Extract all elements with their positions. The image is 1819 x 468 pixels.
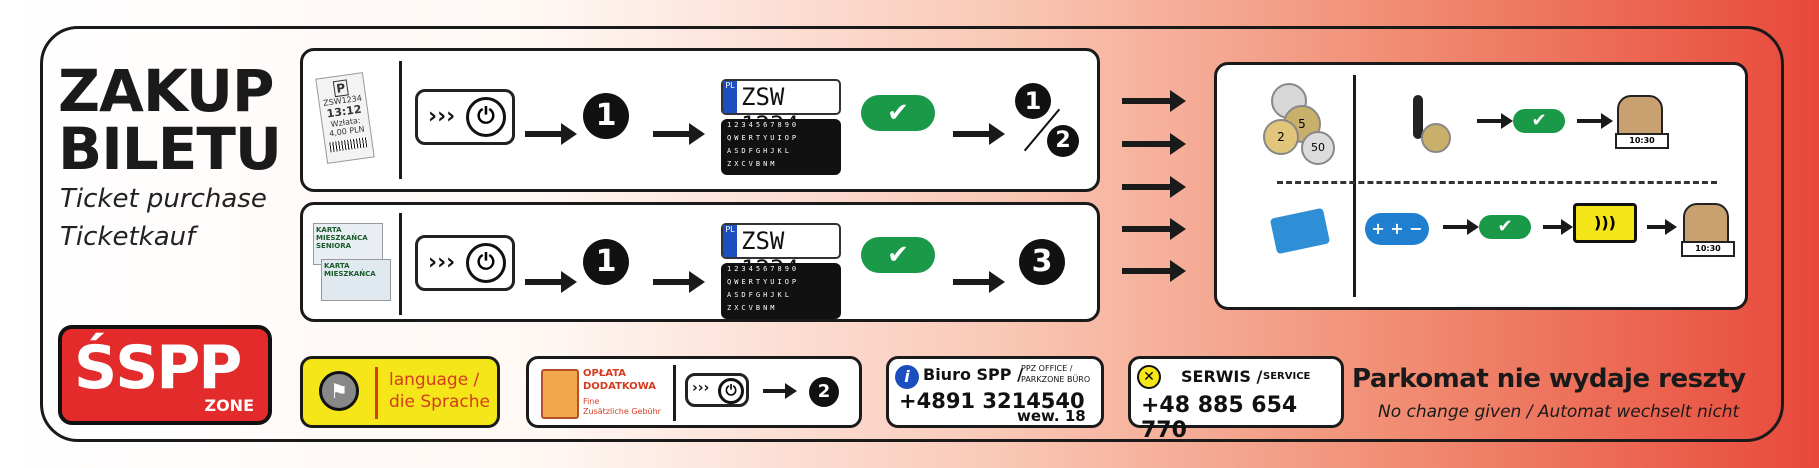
keyboard-icon: 1234567890 QWERTYUIOP ASDFGHJKL ZXCVBNM — [721, 119, 841, 175]
arrow-icon — [653, 123, 705, 145]
ticket-printout-icon: 10:30 — [1615, 95, 1669, 149]
sspp-zone-logo: ŚSPP ZONE — [58, 325, 272, 425]
language-button[interactable]: ⚑ language / die Sprache — [300, 356, 500, 428]
divider — [1353, 75, 1356, 297]
dashed-separator — [1277, 181, 1717, 184]
page-title: ZAKUP BILETU — [58, 57, 282, 183]
arrow-icon — [953, 271, 1005, 293]
start-button-icon: ›››⏻ — [415, 89, 515, 145]
flags-icon: ⚑ — [319, 371, 359, 411]
start-button-icon: ›››⏻ — [415, 235, 515, 291]
power-icon: ⏻ — [466, 97, 506, 137]
arrow-icon — [525, 123, 577, 145]
connector-arrow-icon — [1122, 176, 1186, 198]
connector-arrow-icon — [1122, 133, 1186, 155]
connector-arrow-icon — [1122, 218, 1186, 240]
plate-country: PL — [723, 81, 737, 113]
coin-slot-icon — [1413, 95, 1423, 139]
step-1-icon: 1 — [583, 93, 629, 139]
confirm-check-icon: ✔ — [861, 95, 935, 131]
contactless-terminal-icon: ))) — [1573, 203, 1637, 243]
info-icon: i — [895, 365, 919, 389]
arrow-icon — [1477, 113, 1513, 129]
arrow-icon — [1543, 219, 1573, 235]
plate-country: PL — [723, 225, 737, 257]
arrow-icon — [653, 271, 705, 293]
logo-main: ŚSPP — [74, 333, 242, 403]
subtitle-en: Ticket purchase — [60, 184, 267, 214]
arrow-icon — [1647, 219, 1677, 235]
power-icon: ⏻ — [718, 378, 744, 404]
office-phone: +4891 3214540 — [899, 389, 1085, 413]
service-phone: +48 885 654 770 — [1141, 393, 1298, 443]
service-label: SERWIS / — [1181, 367, 1263, 386]
office-contact-panel: i Biuro SPP / PPZ OFFICE / PARKZONE BÜRO… — [886, 356, 1104, 428]
title-line-1: ZAKUP — [58, 57, 274, 125]
ticket-printout-icon: 10:30 — [1681, 203, 1735, 257]
connector-arrow-icon — [1122, 260, 1186, 282]
divider — [399, 61, 402, 179]
service-contact-panel: ✕ SERWIS / SERVICE +48 885 654 770 — [1128, 356, 1344, 443]
fine-label: OPŁATA DODATKOWA — [583, 368, 657, 392]
divider — [375, 367, 378, 419]
fine-panel: OPŁATA DODATKOWA Fine Zusätzliche Gebühr… — [526, 356, 862, 428]
divider — [399, 213, 402, 315]
outer-frame — [40, 26, 1784, 442]
paper-ticket-icon: P ZSW1234 13:12 Wzłata: 4,00 PLN — [315, 72, 375, 164]
payment-panel: 5 2 50 ✔ 10:30 + + − ✔ ))) 10:30 — [1214, 62, 1748, 310]
service-label-small: SERVICE — [1263, 371, 1311, 382]
plus-minus-buttons-icon: + + − — [1365, 213, 1429, 245]
divider — [673, 365, 676, 421]
clipboard-icon — [541, 369, 579, 419]
arrow-icon — [1443, 219, 1479, 235]
ticket-flow-panel: P ZSW1234 13:12 Wzłata: 4,00 PLN ›››⏻ 1 … — [300, 48, 1100, 192]
office-label-small: PPZ OFFICE / PARKZONE BÜRO — [1021, 364, 1091, 384]
card-flow-panel: KARTA MIESZKAŃCA SENIORA KARTA MIESZKAŃC… — [300, 202, 1100, 322]
resident-card-icon: KARTA MIESZKAŃCA SENIORA KARTA MIESZKAŃC… — [313, 223, 391, 303]
arrow-icon — [525, 271, 577, 293]
no-change-notice-sub: No change given / Automat wechselt nicht — [1378, 402, 1740, 422]
connector-arrow-icon — [1122, 90, 1186, 112]
step-1-icon: 1 — [583, 239, 629, 285]
start-button-icon: ›››⏻ — [685, 373, 749, 407]
license-plate: PL ZSW 1234 — [721, 79, 841, 139]
step-2-icon: 2 — [809, 377, 839, 407]
confirm-check-icon: ✔ — [861, 237, 935, 273]
confirm-check-icon: ✔ — [1479, 215, 1531, 239]
title-line-2: BILETU — [58, 115, 282, 183]
license-plate: PL ZSW 1234 — [721, 223, 841, 283]
step-3-icon: 3 — [1019, 239, 1065, 285]
logo-zone: ZONE — [204, 396, 254, 415]
step-1-icon: 1 — [1015, 83, 1051, 119]
arrow-icon — [1577, 113, 1613, 129]
arrow-icon — [763, 383, 797, 399]
office-extension: wew. 18 — [1017, 407, 1086, 425]
coin-icon — [1421, 123, 1451, 153]
coins-icon: 5 2 50 — [1263, 83, 1335, 167]
payment-card-icon — [1269, 207, 1331, 255]
confirm-check-icon: ✔ — [1513, 109, 1565, 133]
keyboard-icon: 1234567890 QWERTYUIOP ASDFGHJKL ZXCVBNM — [721, 263, 841, 319]
arrow-icon — [953, 123, 1005, 145]
wrench-icon: ✕ — [1137, 365, 1161, 389]
step-2-icon: 2 — [1047, 125, 1079, 157]
power-icon: ⏻ — [466, 243, 506, 283]
language-label: language / die Sprache — [389, 370, 490, 412]
office-label: Biuro SPP / — [923, 365, 1023, 384]
no-change-notice: Parkomat nie wydaje reszty — [1352, 364, 1746, 394]
subtitle-de: Ticketkauf — [60, 222, 196, 252]
